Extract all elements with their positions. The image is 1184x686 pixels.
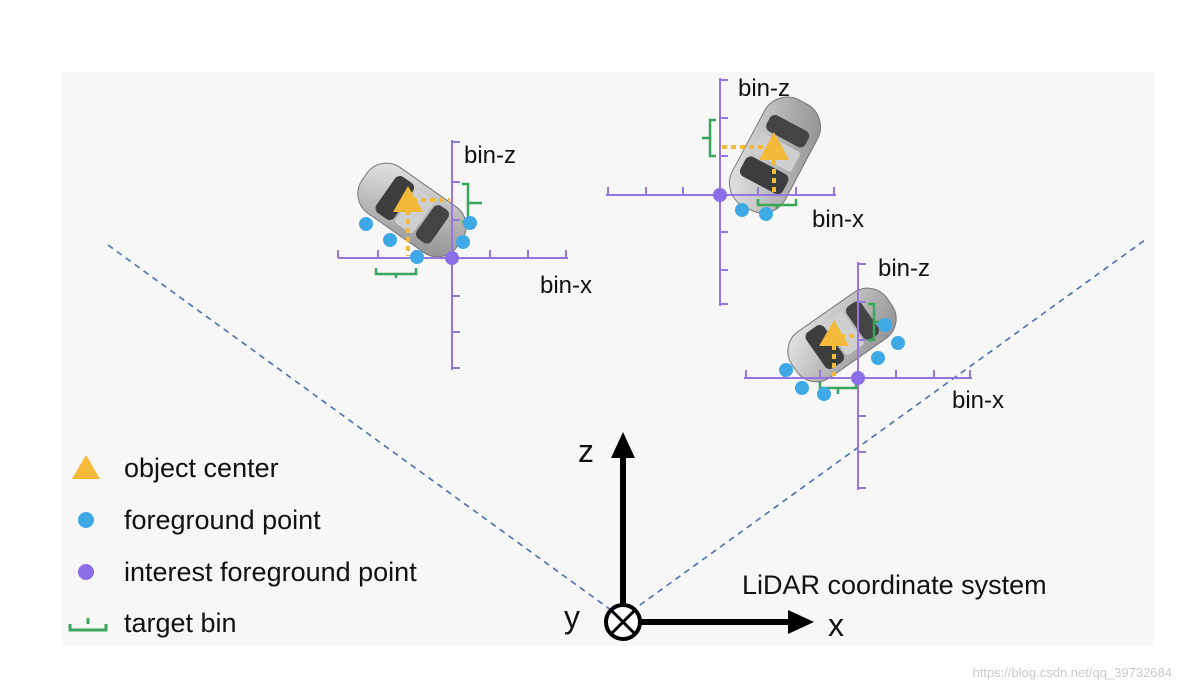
legend-object-center-icon bbox=[72, 455, 100, 479]
car-1-object-center bbox=[393, 186, 423, 212]
lidar-system-label: LiDAR coordinate system bbox=[742, 570, 1047, 600]
car-2-object-center bbox=[759, 132, 789, 160]
car-3-target-bin bbox=[818, 302, 884, 394]
field-of-view-lines bbox=[107, 239, 1146, 619]
car-3-bin-x-label: bin-x bbox=[952, 387, 1004, 414]
legend-target-bin-label: target bin bbox=[124, 608, 237, 638]
car-1-group: bin-z bin-x bbox=[337, 140, 592, 370]
legend-foreground-point-icon bbox=[78, 512, 94, 528]
x-axis-arrowhead bbox=[788, 610, 814, 634]
legend-target-bin-icon bbox=[68, 618, 108, 632]
car-2-center-projection bbox=[722, 145, 776, 193]
legend-interest-point-label: interest foreground point bbox=[124, 557, 417, 587]
car-1-foreground-points bbox=[359, 216, 477, 264]
z-axis-arrowhead bbox=[611, 432, 635, 458]
car-3-group: bin-z bin-x bbox=[744, 255, 1004, 490]
legend-foreground-point-label: foreground point bbox=[124, 505, 321, 535]
car-2-foreground-points bbox=[735, 203, 773, 221]
car-3-interest-point bbox=[851, 371, 865, 385]
car-1-interest-point bbox=[445, 251, 459, 265]
car-1-bin-z-label: bin-z bbox=[464, 142, 516, 169]
car-1-bin-x-label: bin-x bbox=[540, 272, 592, 299]
car-3-foreground-points bbox=[779, 318, 905, 401]
background-panel bbox=[62, 72, 1154, 646]
car-2-bin-z-label: bin-z bbox=[738, 75, 790, 102]
car-2-target-bin bbox=[702, 118, 798, 209]
car-2-group: bin-z bin-x bbox=[606, 75, 864, 306]
car-3-object-center bbox=[819, 320, 849, 346]
car-2-interest-point bbox=[713, 188, 727, 202]
car-2-bin-x-label: bin-x bbox=[812, 206, 864, 233]
car-3-bin-z-label: bin-z bbox=[878, 255, 930, 282]
y-axis-label: y bbox=[564, 599, 580, 635]
legend-object-center-label: object center bbox=[124, 453, 279, 483]
x-axis-label: x bbox=[828, 607, 844, 643]
car-1-center-projection bbox=[406, 198, 450, 256]
watermark: https://blog.csdn.net/qq_39732684 bbox=[972, 665, 1173, 680]
z-axis-label: z bbox=[578, 433, 594, 469]
lidar-axes: z x y LiDAR coordinate system bbox=[564, 432, 1047, 643]
legend-interest-point-icon bbox=[78, 564, 94, 580]
legend: object center foreground point interest … bbox=[68, 453, 417, 638]
